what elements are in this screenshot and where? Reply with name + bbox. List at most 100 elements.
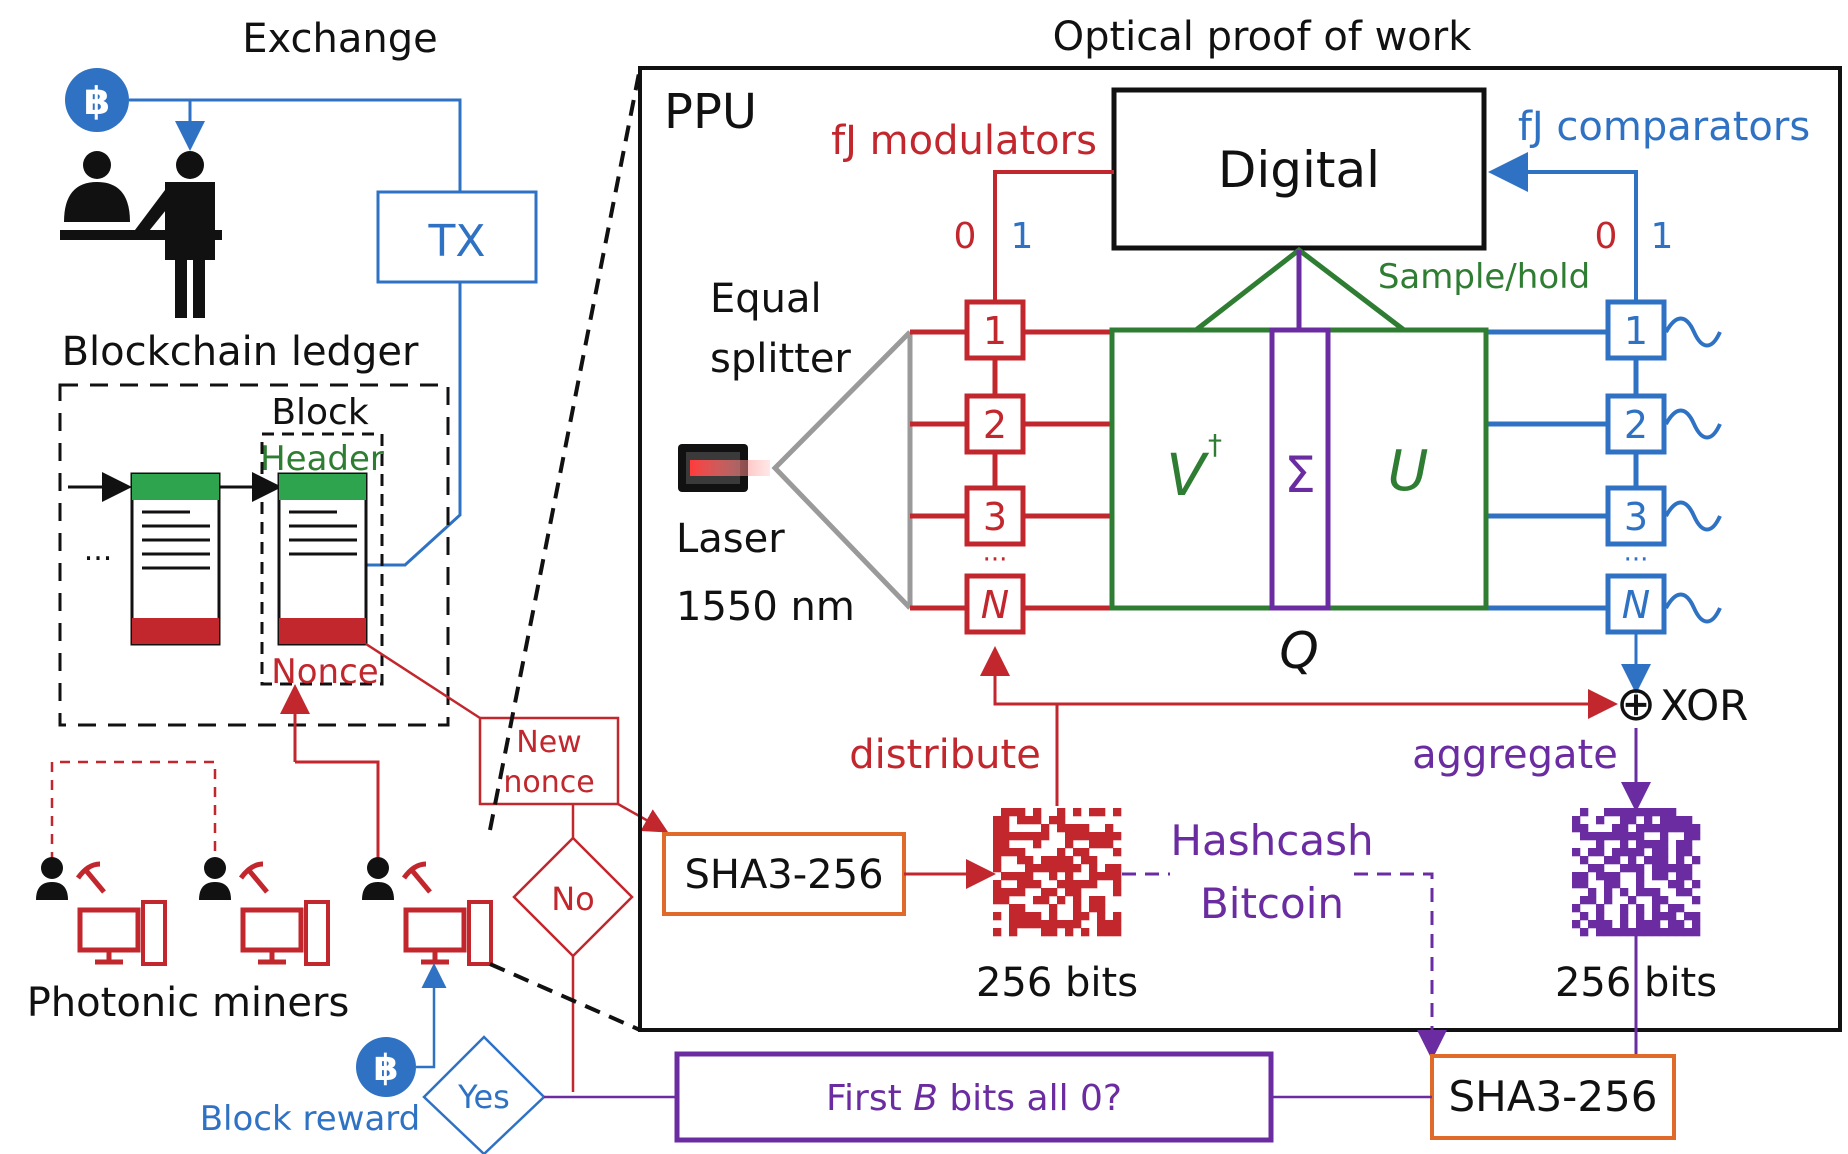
modulator-3-label: 3 bbox=[983, 495, 1007, 539]
block-box bbox=[260, 432, 384, 686]
comparator-1: 1 bbox=[1605, 299, 1667, 361]
ellipsis-label: ... bbox=[84, 533, 113, 568]
bitcoin-label: Bitcoin bbox=[1200, 879, 1344, 928]
digital-box bbox=[1111, 87, 1487, 251]
ppu-box bbox=[638, 66, 1842, 1032]
output-waveguides bbox=[1486, 329, 1639, 611]
condition-pre: First bbox=[826, 1078, 913, 1119]
miners-link bbox=[50, 760, 217, 862]
prev-block-icon bbox=[130, 472, 221, 646]
modulator-1-label: 1 bbox=[983, 309, 1007, 353]
modulator-dots: ··· bbox=[983, 545, 1008, 575]
yes-label: Yes bbox=[457, 1078, 510, 1116]
equal-splitter bbox=[771, 330, 913, 610]
mod-bit-0: 0 bbox=[954, 216, 977, 257]
sha-right-label: SHA3-256 bbox=[1448, 1072, 1657, 1121]
distribute-label: distribute bbox=[849, 732, 1041, 778]
laser-icon bbox=[678, 444, 770, 492]
modulator-n: N bbox=[964, 573, 1026, 635]
bits-grid-red bbox=[993, 808, 1122, 937]
laser-label-2: 1550 nm bbox=[676, 584, 855, 630]
miner-icon-2 bbox=[199, 857, 330, 966]
hashcash-label: Hashcash bbox=[1170, 816, 1373, 865]
reward-bitcoin-icon: ฿ bbox=[373, 1048, 398, 1089]
comparators-label: fJ comparators bbox=[1518, 104, 1810, 150]
xor-symbol: ⊕ bbox=[1616, 676, 1656, 732]
miners-label: Photonic miners bbox=[27, 980, 350, 1026]
comparator-dots: ··· bbox=[1624, 545, 1649, 575]
no-label: No bbox=[551, 880, 595, 918]
block-label: Block bbox=[271, 392, 369, 433]
nonce-to-new-nonce-line bbox=[365, 642, 481, 720]
comparator-2: 2 bbox=[1605, 393, 1667, 455]
mod-bit-1: 1 bbox=[1011, 216, 1034, 257]
miner3-link bbox=[295, 760, 380, 862]
cmp-bit-0: 0 bbox=[1595, 216, 1618, 257]
exchange-coin: ฿ bbox=[65, 68, 129, 132]
yes-diamond bbox=[422, 1035, 546, 1154]
comparator-2-label: 2 bbox=[1624, 403, 1648, 447]
condition-post: bits all 0? bbox=[938, 1078, 1122, 1119]
bits-left-label: 256 bits bbox=[976, 960, 1138, 1006]
digital-label: Digital bbox=[1218, 141, 1380, 199]
modulators-label: fJ modulators bbox=[831, 118, 1097, 164]
condition-b: B bbox=[913, 1078, 938, 1119]
comparator-1-label: 1 bbox=[1624, 309, 1648, 353]
q-label: Q bbox=[1279, 622, 1318, 680]
sha-left-label: SHA3-256 bbox=[684, 852, 883, 898]
sha-right-box bbox=[1430, 1054, 1676, 1140]
miner-icon-1 bbox=[36, 857, 167, 966]
distribute-line bbox=[980, 646, 1059, 806]
modulator-1: 1 bbox=[964, 299, 1026, 361]
hashcash-dashed-arrow bbox=[1122, 872, 1432, 1054]
comparator-to-digital-arrow bbox=[1488, 152, 1638, 300]
digital-to-modulator-line bbox=[993, 170, 1114, 300]
current-block-icon bbox=[277, 472, 368, 646]
miner-icon-3 bbox=[362, 857, 493, 966]
exchange-teller-icon bbox=[60, 151, 222, 318]
comparator-n: N bbox=[1605, 573, 1667, 635]
dagger-superscript: † bbox=[1208, 428, 1222, 461]
reward-coin: ฿ bbox=[356, 1037, 416, 1097]
block-reward-label: Block reward bbox=[200, 1099, 421, 1139]
splitter-label-1: Equal bbox=[710, 276, 822, 322]
zoom-line-bottom bbox=[489, 962, 641, 1032]
nonce-label: Nonce bbox=[271, 652, 378, 692]
new-nonce-box bbox=[478, 716, 620, 806]
input-waveguides bbox=[910, 329, 1112, 611]
optical-pow-title: Optical proof of work bbox=[1053, 14, 1473, 60]
laser-label-1: Laser bbox=[676, 516, 785, 562]
new-nonce-line2: nonce bbox=[503, 765, 594, 800]
modulator-2-label: 2 bbox=[983, 403, 1007, 447]
aggregate-label: aggregate bbox=[1412, 732, 1618, 778]
reward-to-miner-arrow bbox=[416, 963, 447, 1069]
xor-label: XOR bbox=[1660, 681, 1748, 730]
u-label: U bbox=[1388, 439, 1429, 504]
comparator-3: 3 bbox=[1605, 485, 1667, 547]
sigma-box bbox=[1269, 327, 1331, 611]
tx-box bbox=[376, 190, 538, 284]
comparator-3-label: 3 bbox=[1624, 495, 1648, 539]
tx-label: TX bbox=[427, 216, 485, 267]
modulator-3: 3 bbox=[964, 485, 1026, 547]
splitter-label-2: splitter bbox=[710, 336, 851, 382]
sample-hold-label: Sample/hold bbox=[1378, 257, 1590, 297]
ppu-label: PPU bbox=[664, 84, 757, 140]
zoom-line-top bbox=[488, 67, 642, 831]
modulator-2: 2 bbox=[964, 393, 1026, 455]
modulator-n-label: N bbox=[981, 583, 1009, 627]
ledger-label: Blockchain ledger bbox=[62, 329, 419, 375]
comparator-n-label: N bbox=[1622, 583, 1650, 627]
v-dagger-label: V bbox=[1166, 441, 1210, 509]
exchange-title: Exchange bbox=[242, 16, 437, 62]
sigma-label: Σ bbox=[1284, 446, 1316, 504]
bitcoin-icon: ฿ bbox=[84, 79, 110, 123]
condition-text: First B bits all 0? bbox=[826, 1078, 1122, 1119]
detector-tildes bbox=[1664, 316, 1722, 624]
ledger-box bbox=[58, 383, 450, 727]
tx-line bbox=[129, 98, 462, 192]
cmp-bit-1: 1 bbox=[1651, 216, 1674, 257]
new-nonce-line1: New bbox=[516, 725, 581, 760]
bits-grid-purple bbox=[1572, 808, 1701, 937]
